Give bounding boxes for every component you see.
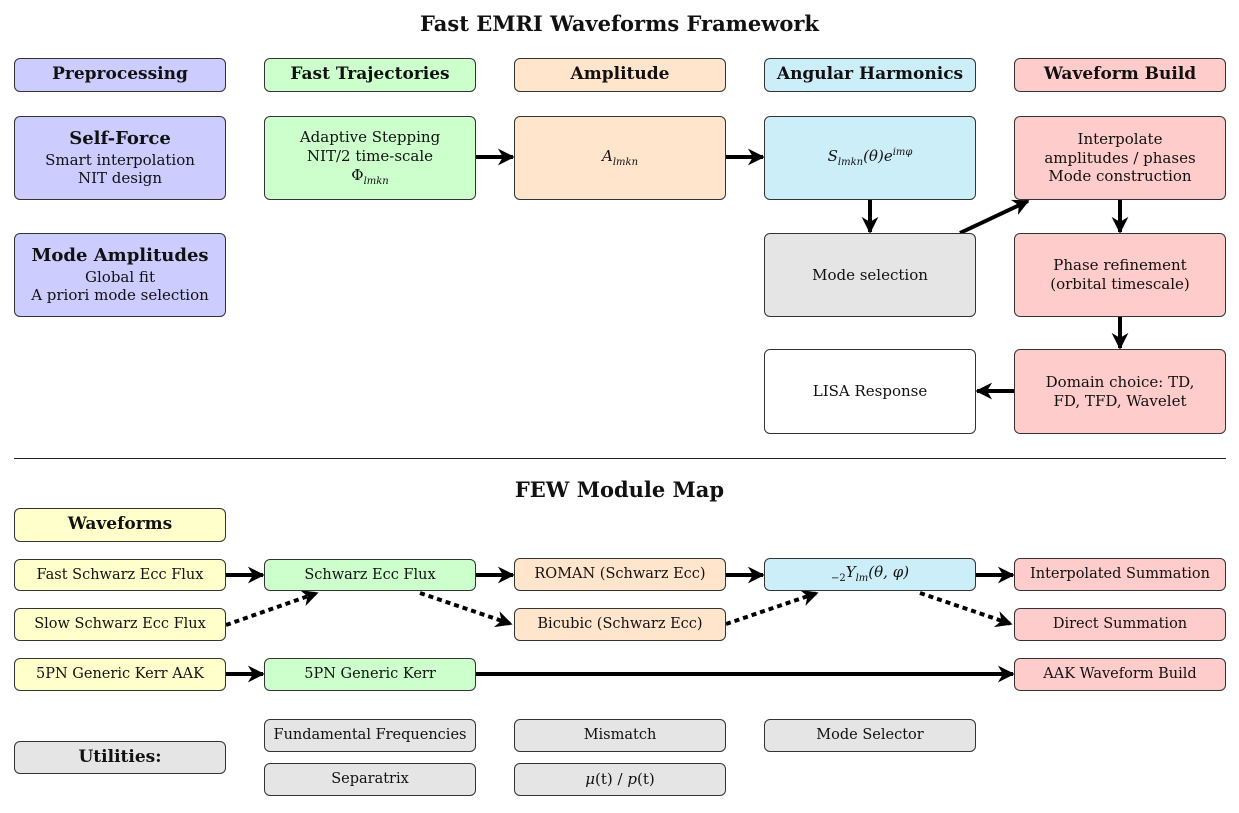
ylm-symbol: Y xyxy=(845,563,856,582)
aak-waveform-build-box: AAK Waveform Build xyxy=(1014,658,1226,691)
domain-choice-line: FD, TFD, Wavelet xyxy=(1053,391,1187,410)
angular-harmonics-box: Slmkn(θ)eimφ xyxy=(764,116,976,200)
mu-argument: (t) xyxy=(595,770,613,789)
ylm-box: −2Ylm(θ, φ) xyxy=(764,558,976,591)
roman-box: ROMAN (Schwarz Ecc) xyxy=(514,558,726,591)
mu-symbol: μ xyxy=(585,770,596,789)
self-force-line: NIT design xyxy=(77,169,163,188)
fast-schwarz-ecc-flux-box: Fast Schwarz Ecc Flux xyxy=(14,559,226,591)
fundamental-frequencies-box: Fundamental Frequencies xyxy=(264,719,476,752)
ylm-subscript: lm xyxy=(855,573,869,585)
mode-amplitudes-line: A priori mode selection xyxy=(31,286,209,305)
arrow-slow-flux-to-schwarz-flux xyxy=(225,590,319,627)
harmonics-subscript: lmkn xyxy=(837,156,864,168)
trajectory-line: Adaptive Stepping xyxy=(299,128,441,146)
mode-selector-box: Mode Selector xyxy=(764,719,976,752)
lisa-response-label: LISA Response xyxy=(812,382,928,401)
p-symbol: p xyxy=(627,770,637,789)
domain-choice-box: Domain choice: TD, FD, TFD, Wavelet xyxy=(1014,349,1226,434)
domain-choice-line: Domain choice: TD, xyxy=(1045,372,1195,391)
mu-p-separator: / xyxy=(612,770,628,789)
amplitude-subscript: lmkn xyxy=(612,156,639,168)
self-force-line: Smart interpolation xyxy=(45,150,195,169)
angular-harmonics-header: Angular Harmonics xyxy=(764,58,976,92)
arrow-schwarz-flux-to-bicubic xyxy=(419,591,513,628)
amplitude-box: Almkn xyxy=(514,116,726,200)
slow-schwarz-ecc-flux-box: Slow Schwarz Ecc Flux xyxy=(14,608,226,641)
interpolate-box: Interpolate amplitudes / phases Mode con… xyxy=(1014,116,1226,200)
phase-symbol: Φ xyxy=(351,165,364,184)
harmonics-argument: (θ)e xyxy=(863,146,893,165)
trajectory-line: NIT/2 time-scale xyxy=(306,146,434,165)
arrow-ylm-to-direct-summation xyxy=(919,591,1013,628)
arrow-bicubic-to-ylm xyxy=(725,589,819,626)
mode-selection-label: Mode selection xyxy=(812,265,928,284)
interpolate-line: amplitudes / phases xyxy=(1044,148,1196,167)
trajectory-box: Adaptive Stepping NIT/2 time-scale Φlmkn xyxy=(264,116,476,200)
ylm-prescript: −2 xyxy=(830,573,846,585)
interpolated-summation-box: Interpolated Summation xyxy=(1014,558,1226,591)
module-map-title: FEW Module Map xyxy=(514,477,725,502)
mismatch-box: Mismatch xyxy=(514,719,726,752)
arrow-mode-selection-to-interpolate xyxy=(959,199,1030,235)
bicubic-box: Bicubic (Schwarz Ecc) xyxy=(514,608,726,641)
ylm-argument: (θ, φ) xyxy=(868,563,910,582)
amplitude-formula: Almkn xyxy=(602,147,638,170)
pn5-generic-kerr-box: 5PN Generic Kerr xyxy=(264,658,476,691)
self-force-box: Self-Force Smart interpolation NIT desig… xyxy=(14,116,226,200)
lisa-response-box: LISA Response xyxy=(764,349,976,434)
phase-subscript: lmkn xyxy=(363,175,389,187)
mode-amplitudes-line: Global fit xyxy=(85,267,155,286)
mode-selection-box: Mode selection xyxy=(764,233,976,317)
trajectory-phase: Φlmkn xyxy=(351,166,389,189)
mode-amplitudes-title: Mode Amplitudes xyxy=(31,245,209,266)
mode-amplitudes-box: Mode Amplitudes Global fit A priori mode… xyxy=(14,233,226,317)
interpolate-line: Interpolate xyxy=(1077,129,1163,148)
pn5-generic-kerr-aak-box: 5PN Generic Kerr AAK xyxy=(14,658,226,691)
waveforms-header: Waveforms xyxy=(14,508,226,542)
section-divider xyxy=(14,458,1226,459)
fast-trajectories-header: Fast Trajectories xyxy=(264,58,476,92)
mu-p-box: μ(t) / p(t) xyxy=(514,763,726,796)
phase-refinement-line: Phase refinement xyxy=(1053,256,1187,275)
mu-p-formula: μ(t) / p(t) xyxy=(585,770,654,789)
waveform-build-header: Waveform Build xyxy=(1014,58,1226,92)
harmonics-superscript: imφ xyxy=(892,146,913,158)
schwarz-ecc-flux-box: Schwarz Ecc Flux xyxy=(264,559,476,591)
interpolate-line: Mode construction xyxy=(1048,167,1192,186)
utilities-label: Utilities: xyxy=(14,741,226,774)
separatrix-box: Separatrix xyxy=(264,763,476,796)
amplitude-symbol: A xyxy=(601,146,613,165)
amplitude-header: Amplitude xyxy=(514,58,726,92)
phase-refinement-line: (orbital timescale) xyxy=(1050,275,1190,293)
direct-summation-box: Direct Summation xyxy=(1014,608,1226,641)
framework-title: Fast EMRI Waveforms Framework xyxy=(420,11,819,36)
harmonics-formula: Slmkn(θ)eimφ xyxy=(828,147,913,170)
phase-refinement-box: Phase refinement (orbital timescale) xyxy=(1014,233,1226,317)
self-force-title: Self-Force xyxy=(69,128,171,149)
ylm-formula: −2Ylm(θ, φ) xyxy=(831,563,909,586)
preprocessing-header: Preprocessing xyxy=(14,58,226,92)
p-argument: (t) xyxy=(636,770,655,789)
harmonics-symbol: S xyxy=(827,146,838,165)
